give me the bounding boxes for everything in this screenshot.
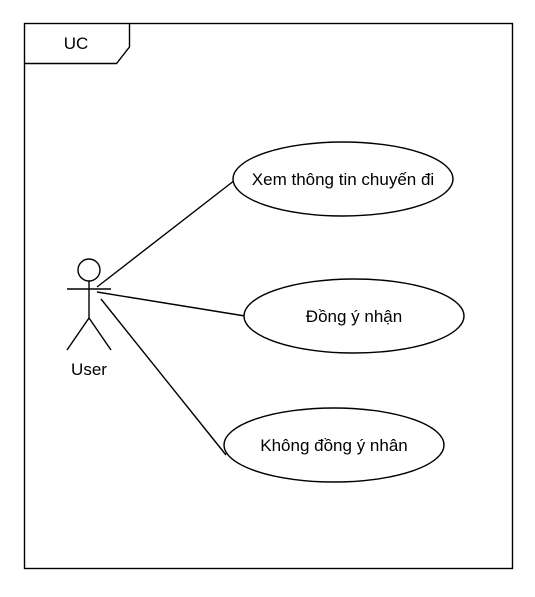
actor-head xyxy=(77,258,101,282)
use-case-decline[interactable]: Không đồng ý nhân xyxy=(223,407,445,483)
actor-label: User xyxy=(71,360,107,379)
use-case-label: Đồng ý nhận xyxy=(306,307,402,326)
use-case-ellipse xyxy=(232,141,454,217)
association-line-3 xyxy=(100,298,227,456)
use-case-ellipse xyxy=(223,407,445,483)
association-line-2 xyxy=(96,291,246,317)
actor-left-leg xyxy=(66,317,90,351)
use-case-label: Không đồng ý nhân xyxy=(260,436,407,455)
use-case-accept[interactable]: Đồng ý nhận xyxy=(243,278,465,354)
actor-right-leg xyxy=(88,317,112,351)
actor-user[interactable] xyxy=(66,258,112,351)
use-case-label: Xem thông tin chuyến đi xyxy=(252,170,434,189)
use-case-ellipse xyxy=(243,278,465,354)
use-case-view-trip-info[interactable]: Xem thông tin chuyến đi xyxy=(232,141,454,217)
system-frame xyxy=(23,22,514,570)
association-line-1 xyxy=(96,179,236,288)
frame-title-tab xyxy=(24,23,131,65)
frame-title: UC xyxy=(64,34,89,53)
